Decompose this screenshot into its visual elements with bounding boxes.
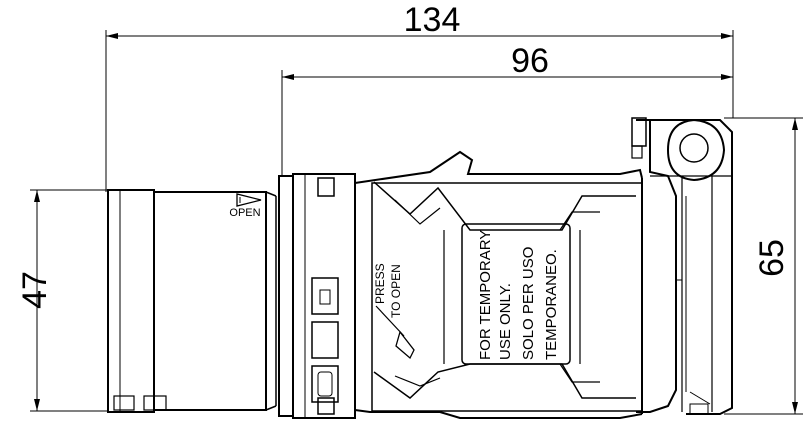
press-line-1: PRESS	[373, 263, 387, 304]
open-label: OPEN	[229, 207, 260, 219]
lock-collar	[278, 173, 356, 419]
dimension-overall-length: 134	[105, 1, 734, 192]
plug-front	[107, 189, 277, 413]
rear-flange	[631, 117, 733, 415]
notice-line-1: FOR TEMPORARY	[477, 230, 494, 360]
open-arrow-marker: OPEN	[229, 193, 262, 219]
dimension-body-length-value: 96	[511, 42, 549, 80]
dimension-body-height-value: 65	[753, 239, 791, 277]
dimension-overall-length-value: 134	[404, 1, 461, 39]
press-to-open-label: PRESS TO OPEN	[373, 263, 403, 318]
dimension-body-height: 65	[724, 117, 803, 415]
dimension-plug-height: 47	[16, 189, 108, 412]
dimension-plug-height-value: 47	[16, 271, 54, 309]
press-line-2: TO OPEN	[389, 264, 403, 318]
dimension-body-length: 96	[281, 42, 733, 175]
notice-line-2: USE ONLY.	[497, 283, 514, 360]
notice-line-3: SOLO PER USO	[520, 247, 537, 360]
hinge-boss	[666, 118, 726, 182]
notice-plate: FOR TEMPORARY USE ONLY. SOLO PER USO TEM…	[461, 223, 571, 365]
notice-line-4: TEMPORANEO.	[543, 249, 560, 360]
